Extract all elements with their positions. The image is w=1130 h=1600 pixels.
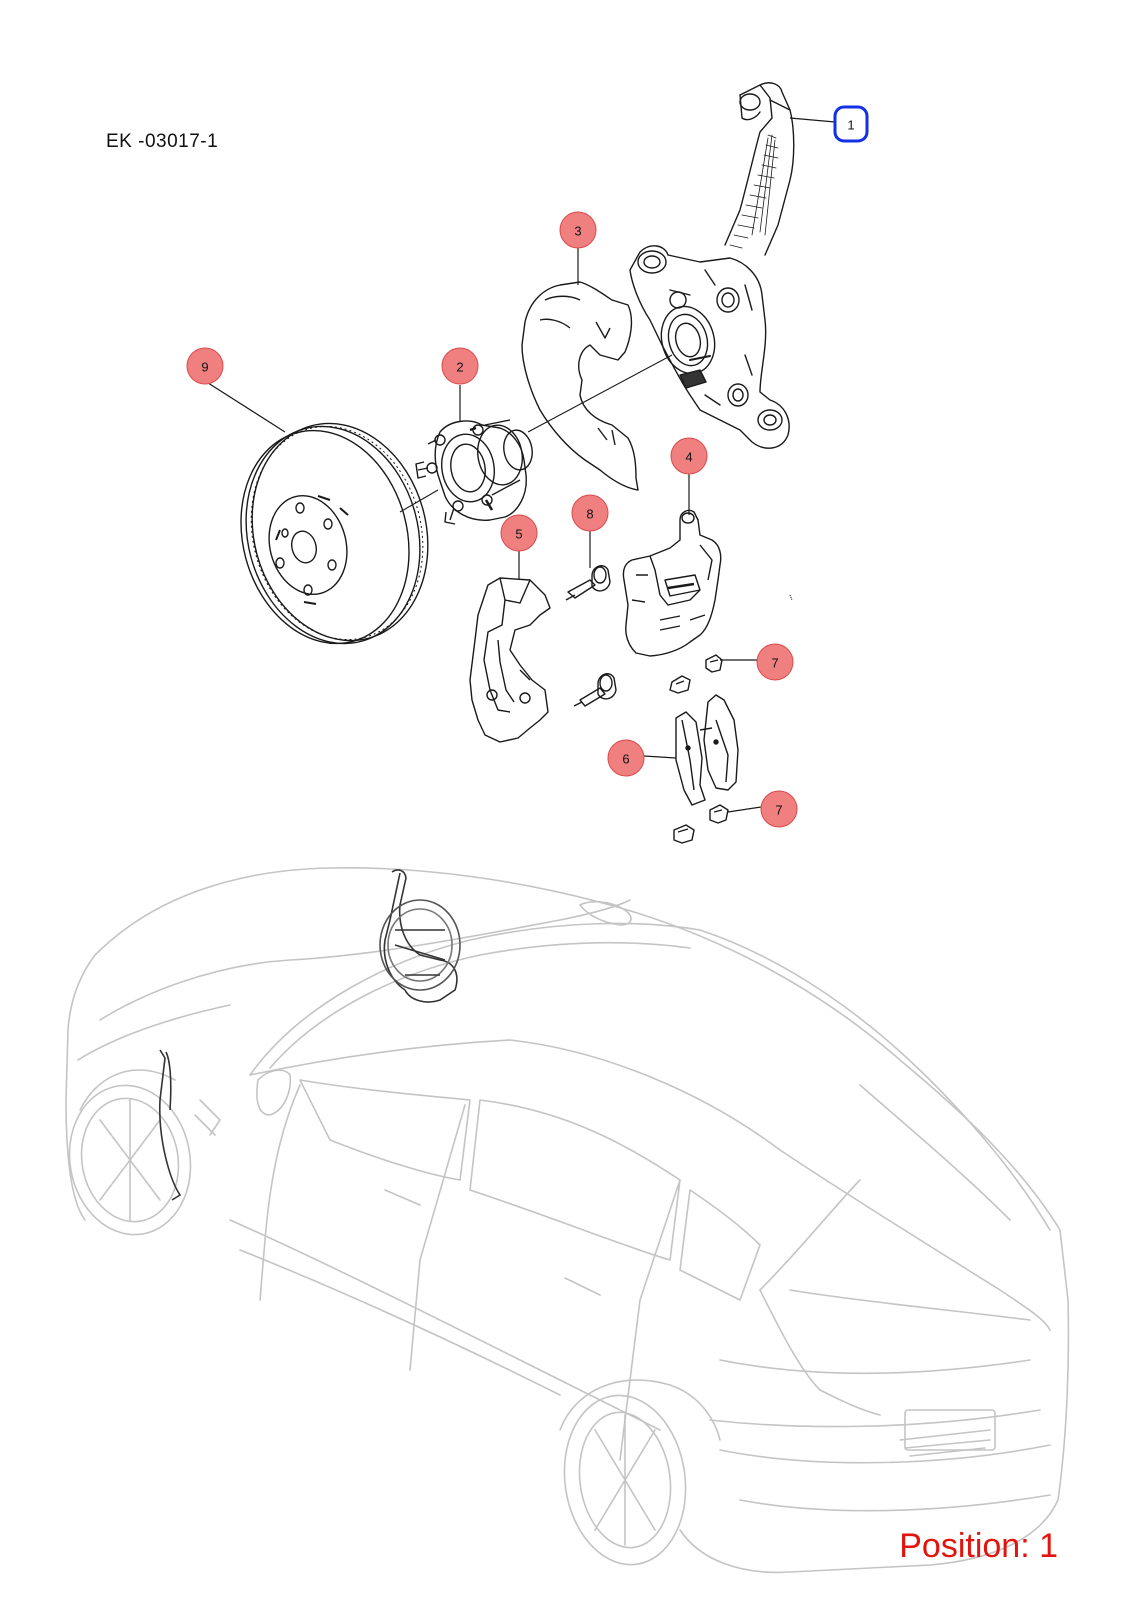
wheel-hub-part — [416, 420, 535, 524]
callout-c1-selected[interactable]: 1 — [833, 105, 869, 143]
callout-bubble — [607, 739, 645, 777]
callout-leaders — [204, 117, 836, 813]
brake-caliper-part — [623, 510, 720, 656]
position-indicator: Position: 1 — [899, 1527, 1058, 1565]
callout-bubble — [760, 790, 798, 828]
callout-number: 1 — [847, 118, 854, 133]
callout-bubble — [571, 494, 609, 532]
callout-bubble — [756, 643, 794, 681]
callout-number: 7 — [771, 656, 778, 671]
caliper-carrier-part — [470, 578, 550, 742]
steering-knuckle-part — [630, 83, 794, 448]
callout-bubble — [441, 347, 479, 385]
brake-pads-part — [676, 695, 738, 805]
callout-c9[interactable]: 9 — [186, 347, 224, 385]
callout-number: 3 — [574, 224, 581, 239]
callout-c4[interactable]: 4 — [670, 437, 708, 475]
brake-disc-part — [218, 403, 452, 663]
dust-shield-part — [522, 282, 638, 490]
assembly-axis-lines — [399, 354, 793, 601]
highlighted-knuckle-on-vehicle — [159, 869, 461, 1201]
callout-bubble — [500, 514, 538, 552]
callout-number: 8 — [586, 507, 593, 522]
callout-c8[interactable]: 8 — [571, 494, 609, 532]
diagram-code-label: EK -03017-1 — [106, 131, 219, 152]
callout-c7a[interactable]: 7 — [756, 643, 794, 681]
vehicle-outline — [65, 867, 1070, 1574]
selected-callout-frame — [833, 105, 869, 143]
callout-number: 7 — [775, 803, 782, 818]
pad-clips-part — [670, 655, 728, 843]
callout-c5[interactable]: 5 — [500, 514, 538, 552]
callout-bubble — [559, 211, 597, 249]
callout-bubble — [670, 437, 708, 475]
callout-c2[interactable]: 2 — [441, 347, 479, 385]
callout-markers: 1 2 3 4 5 6 7 7 8 9 — [186, 105, 869, 828]
callout-number: 9 — [201, 360, 208, 375]
callout-c6[interactable]: 6 — [607, 739, 645, 777]
callout-number: 6 — [622, 752, 629, 767]
callout-number: 2 — [456, 360, 463, 375]
callout-c3[interactable]: 3 — [559, 211, 597, 249]
callout-c7b[interactable]: 7 — [760, 790, 798, 828]
callout-number: 4 — [685, 450, 692, 465]
guide-pin-part — [566, 566, 616, 706]
callout-number: 5 — [515, 527, 522, 542]
callout-bubble — [186, 347, 224, 385]
